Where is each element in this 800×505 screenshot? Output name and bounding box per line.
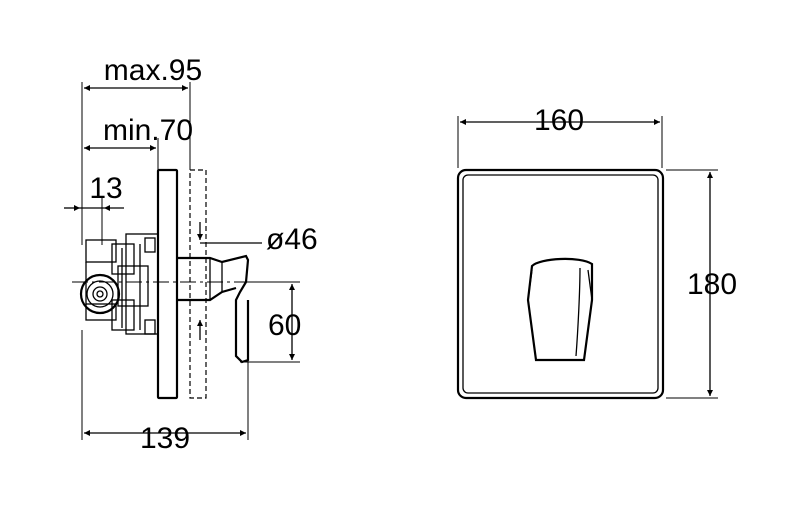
valve-body	[85, 233, 159, 335]
front-handle	[526, 257, 594, 362]
label-diameter: ø46	[266, 223, 318, 256]
front-view: 160 180	[456, 104, 737, 400]
label-lever-height: 60	[268, 309, 301, 342]
label-total-depth: 139	[140, 422, 190, 455]
dimension-lines	[64, 85, 295, 436]
lever-handle	[177, 254, 250, 364]
label-min-depth: min.70	[103, 114, 193, 147]
label-max-depth: max.95	[104, 54, 202, 87]
label-offset: 13	[89, 172, 122, 205]
wall-plate	[156, 168, 179, 400]
side-view: max.95 min.70 13 ø46 60 139	[64, 54, 318, 455]
front-plate-outer	[456, 168, 665, 400]
front-plate-inner	[462, 174, 659, 394]
label-width: 160	[534, 104, 584, 137]
inlet-connector	[79, 273, 121, 315]
wall-outline	[189, 169, 207, 399]
label-height: 180	[687, 268, 737, 301]
